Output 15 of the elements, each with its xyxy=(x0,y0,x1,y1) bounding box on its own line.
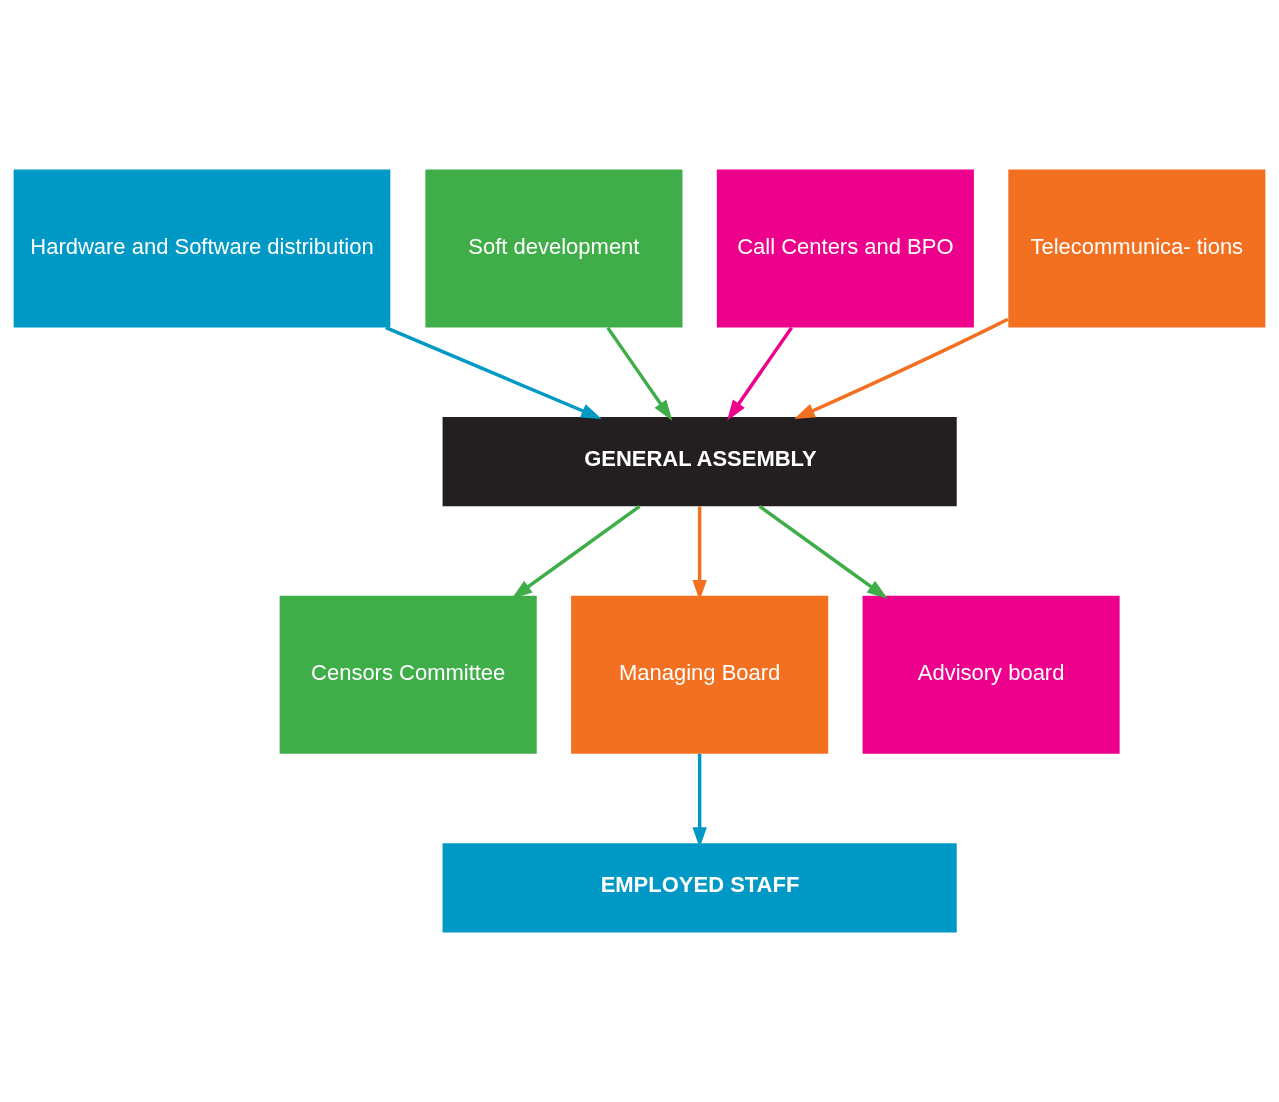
node-box: Managing Board xyxy=(571,595,829,754)
arrow xyxy=(758,504,888,599)
node-box: Advisory board xyxy=(862,595,1120,754)
arrow xyxy=(794,317,1009,420)
node-box: Censors Committee xyxy=(279,595,537,754)
node-box: Telecommunica- tions xyxy=(1008,169,1266,328)
node-box: Soft development xyxy=(425,169,683,328)
arrow xyxy=(606,326,673,421)
arrow xyxy=(385,326,602,419)
arrow xyxy=(511,504,641,599)
node-box: EMPLOYED STAFF xyxy=(442,843,957,933)
arrow xyxy=(727,326,793,421)
node-box: Hardware and Software distribution xyxy=(13,169,391,328)
node-box: GENERAL ASSEMBLY xyxy=(442,416,957,507)
node-box: Call Centers and BPO xyxy=(716,169,974,328)
